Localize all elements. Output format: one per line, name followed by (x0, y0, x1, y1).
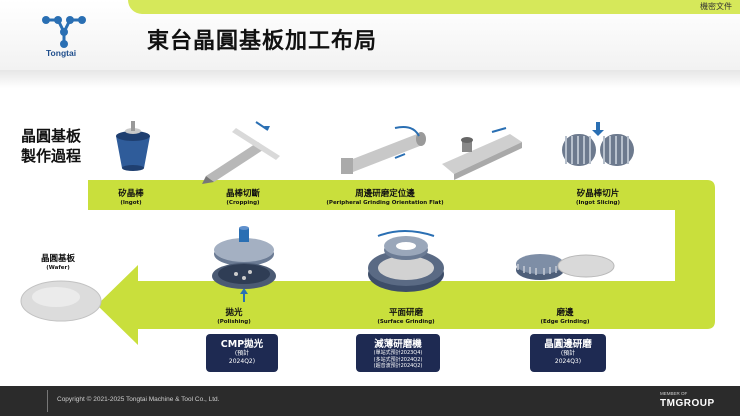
tongtai-logo-icon (42, 16, 86, 48)
step-edge-sub: (Edge Grinding) (540, 319, 590, 325)
footer-divider (47, 390, 48, 412)
ingot-icon (116, 121, 150, 171)
confidential-label: 機密文件 (700, 2, 732, 11)
step-edge-label: 磨邊 (556, 308, 574, 318)
step-polishing-sub: (Polishing) (217, 319, 251, 325)
step-slicing-label: 矽晶棒切片 (576, 189, 620, 199)
orientation-flat-icon (442, 127, 522, 180)
page-title: 東台晶圓基板加工布局 (147, 29, 378, 54)
surface-grinding-icon (368, 230, 444, 292)
edge-box-line-1: (預計 (560, 350, 576, 357)
step-ingot-label: 矽晶棒 (118, 189, 144, 199)
step-wafer-label: 晶圓基板 (40, 254, 75, 264)
process-title-line-2: 製作過程 (21, 147, 82, 165)
step-slicing-sub: (Ingot Slicing) (576, 200, 620, 206)
process-title-line-1: 晶圓基板 (21, 127, 82, 145)
header-accent (128, 0, 740, 14)
cmp-box-line-2: 2024Q2) (228, 358, 256, 365)
thinning-box-line-1: (單站式預計2023Q4) (373, 350, 423, 356)
step-peripheral-label: 周邊研磨定位邊 (355, 189, 415, 199)
edge-grinding-icon (516, 254, 615, 280)
edge-grinder-box: 晶圓邊研磨 (預計 2024Q3) (530, 334, 606, 372)
edge-box-line-2: 2024Q3) (554, 358, 582, 365)
process-title: 晶圓基板 製作過程 (21, 126, 81, 166)
cmp-box-line-1: (預計 (234, 350, 250, 357)
step-cropping-label: 晶棒切斷 (225, 189, 260, 199)
header-shadow (0, 70, 740, 88)
ingot-slicing-icon (562, 122, 634, 166)
step-surface-label: 平面研磨 (388, 308, 423, 318)
step-wafer-sub: (Wafer) (46, 265, 70, 271)
peripheral-grinding-icon (341, 126, 426, 174)
tmgroup-logo: TMGROUP (660, 398, 715, 409)
copyright-text: Copyright © 2021-2025 Tongtai Machine & … (57, 396, 220, 403)
edge-box-title: 晶圓邊研磨 (544, 339, 592, 350)
wafer-icon (20, 280, 102, 322)
footer-bar (0, 386, 740, 416)
thinning-grinder-box: 減薄研磨機 (單站式預計2023Q4) (多站式預計2024Q2) (超音波預計… (356, 334, 440, 372)
step-cropping-sub: (Cropping) (226, 200, 260, 206)
thinning-box-line-2: (多站式預計2024Q2) (373, 356, 423, 363)
step-surface-sub: (Surface Grinding) (377, 319, 435, 325)
polishing-icon (212, 226, 276, 302)
cropping-icon (202, 121, 280, 184)
step-polishing-label: 拋光 (225, 308, 243, 318)
thinning-box-line-3: (超音波預計2024Q2) (373, 363, 423, 369)
step-ingot-sub: (Ingot) (120, 200, 142, 206)
thinning-box-title: 減薄研磨機 (374, 339, 422, 350)
member-of-label: MEMBER OF (660, 391, 688, 396)
cmp-polishing-box: CMP拋光 (預計 2024Q2) (206, 334, 278, 372)
logo-text: Tongtai (46, 48, 77, 58)
step-peripheral-sub: (Peripheral Grinding Orientation Flat) (326, 200, 444, 206)
cmp-box-title: CMP拋光 (220, 339, 264, 350)
